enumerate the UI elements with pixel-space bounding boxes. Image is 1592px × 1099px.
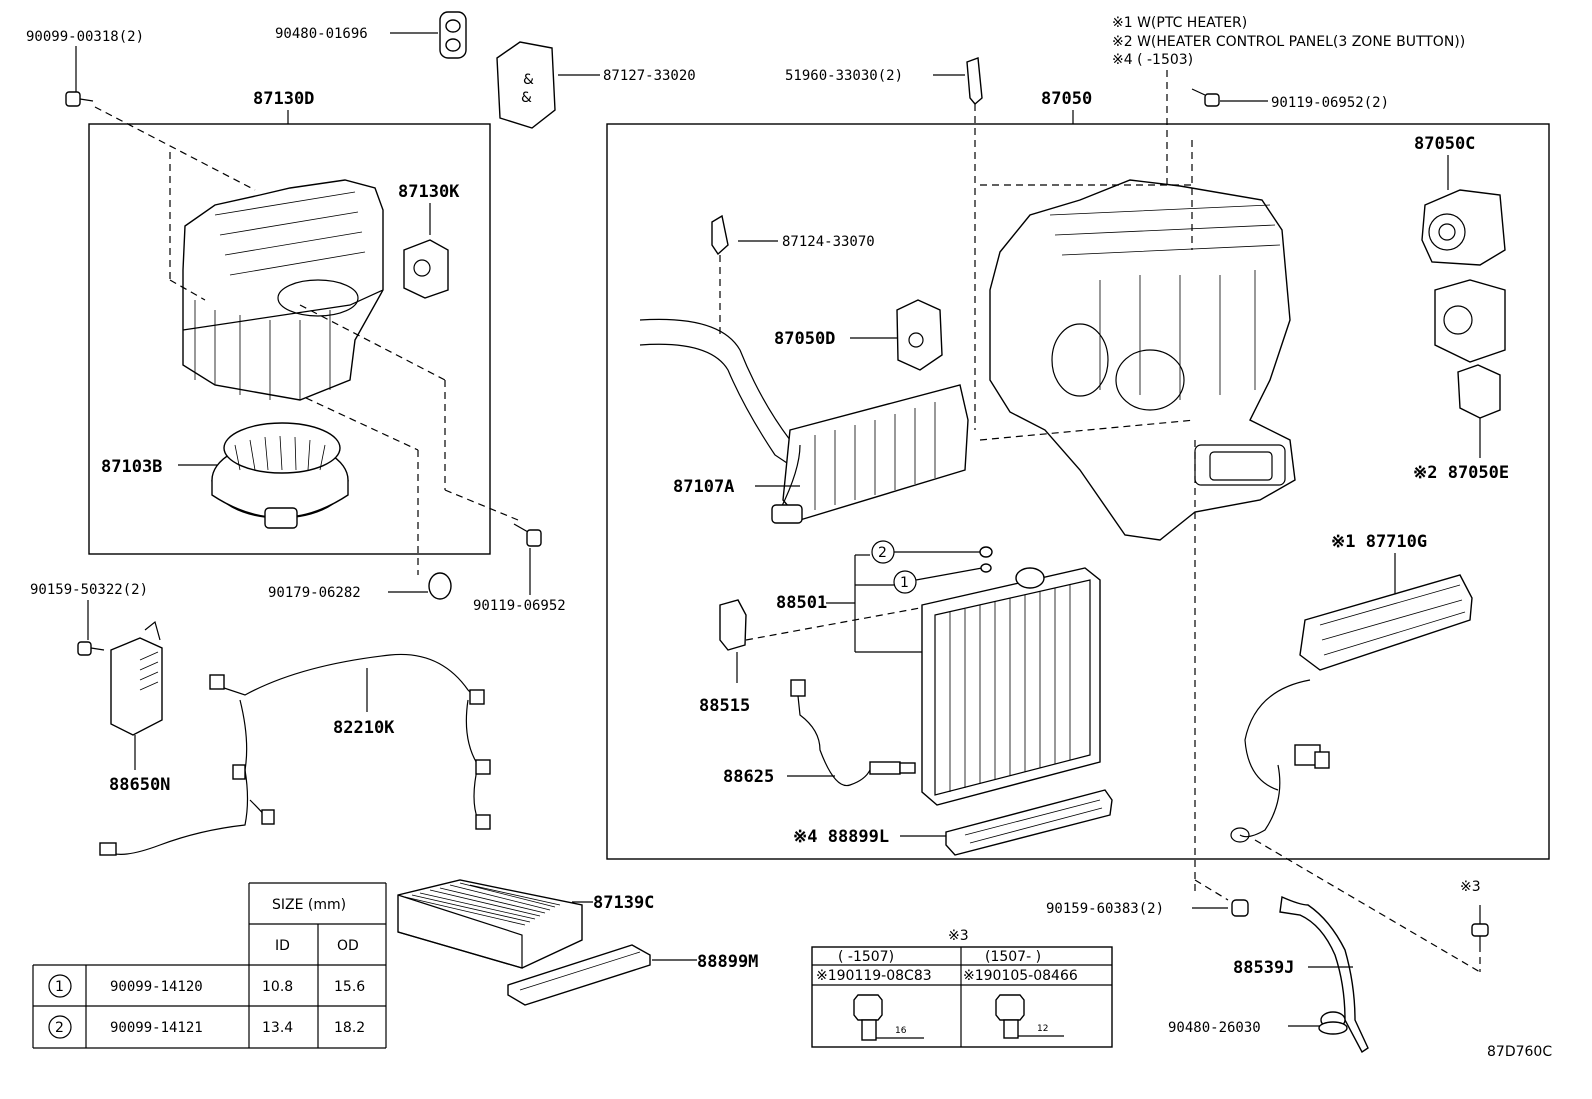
- actuator-87050E-drawing: [1457, 364, 1501, 419]
- drain-hose-88539J-drawing: [1279, 895, 1369, 1054]
- label-87130K[interactable]: 87130K: [398, 182, 460, 202]
- note-heater-control-panel: ※2 W(HEATER CONTROL PANEL(3 ZONE BUTTON)…: [1112, 34, 1465, 50]
- size-table-col-od: OD: [337, 938, 359, 954]
- label-star3: ※3: [1460, 879, 1481, 895]
- hvac-case-drawing: [989, 179, 1296, 541]
- size-table-row1-part[interactable]: 90099-14120: [110, 979, 203, 995]
- sensor-88515-drawing: [719, 599, 747, 651]
- size-table-row2-part[interactable]: 90099-14121: [110, 1020, 203, 1036]
- label-90480-01696[interactable]: 90480-01696: [275, 26, 368, 42]
- control-module-88650N-drawing: [110, 620, 163, 736]
- heater-unit-box: [606, 123, 1550, 860]
- actuator-87130K-drawing: [403, 239, 449, 299]
- label-82210K[interactable]: 82210K: [333, 718, 395, 738]
- label-87050D[interactable]: 87050D: [774, 329, 835, 349]
- callout-circle-1: 1: [893, 570, 917, 594]
- label-87107A[interactable]: 87107A: [673, 477, 734, 497]
- screw-90119-icon: [513, 523, 542, 547]
- size-table-row1-od: 15.6: [334, 979, 365, 995]
- size-table-header: SIZE (mm): [272, 897, 346, 913]
- bolt-12-dim: 12: [1037, 1024, 1048, 1034]
- clip-87124-drawing: [711, 214, 729, 256]
- label-88501[interactable]: 88501: [776, 593, 827, 613]
- note-ptc-heater: ※1 W(PTC HEATER): [1112, 15, 1247, 31]
- actuator-87050C-drawing: [1421, 189, 1506, 363]
- label-88625[interactable]: 88625: [723, 767, 774, 787]
- clip-icon: [966, 57, 983, 105]
- label-88650N[interactable]: 88650N: [109, 775, 170, 795]
- size-table-row2-id: 13.4: [262, 1020, 293, 1036]
- o-ring-2-icon: [979, 546, 993, 558]
- label-87130D[interactable]: 87130D: [253, 89, 314, 109]
- label-90099-00318[interactable]: 90099-00318(2): [26, 29, 144, 45]
- screw-star3-icon: [1471, 905, 1489, 945]
- label-90480-26030[interactable]: 90480-26030: [1168, 1020, 1261, 1036]
- label-87710G[interactable]: ※1 87710G: [1331, 532, 1427, 552]
- size-table: SIZE (mm) ID OD 1 90099-14120 10.8 15.6 …: [32, 882, 387, 1049]
- svg-text:&: &: [521, 90, 532, 106]
- evaporator-88501-drawing: [921, 567, 1101, 806]
- label-88515[interactable]: 88515: [699, 696, 750, 716]
- bolt-table-col1-range: ( -1507): [838, 949, 894, 965]
- screw-icon-top-right: [1191, 88, 1220, 107]
- size-table-row1-num: 1: [55, 979, 64, 995]
- actuator-87050D-drawing: [896, 299, 943, 371]
- bolt-table-col1-part[interactable]: ※190119-08C83: [816, 968, 932, 984]
- ptc-heater-87710G-drawing: [1230, 574, 1473, 843]
- bolt-table-col2-part[interactable]: ※190105-08466: [963, 968, 1078, 984]
- callout-circle-2: 2: [871, 540, 895, 564]
- label-90159-50322[interactable]: 90159-50322(2): [30, 582, 148, 598]
- label-88539J[interactable]: 88539J: [1233, 958, 1294, 978]
- svg-text:1: 1: [900, 575, 909, 591]
- note-date-range: ※4 ( -1503): [1112, 52, 1193, 68]
- grommet-icon: [439, 11, 467, 59]
- heater-core-87107A-drawing: [639, 318, 969, 524]
- blower-case-drawing: [182, 179, 384, 401]
- label-87139C[interactable]: 87139C: [593, 893, 654, 913]
- grommet-90480-26030-icon: [1318, 1011, 1348, 1035]
- label-87127-33020[interactable]: 87127-33020: [603, 68, 696, 84]
- diagram-code: 87D760C: [1487, 1044, 1552, 1060]
- blower-motor-fan-drawing: [211, 422, 349, 529]
- screw-icon: [65, 91, 94, 107]
- size-table-col-id: ID: [275, 938, 290, 954]
- size-table-row2-od: 18.2: [334, 1020, 365, 1036]
- bolt-table-col2-range: (1507- ): [985, 949, 1041, 965]
- label-87050[interactable]: 87050: [1041, 89, 1092, 109]
- o-ring-1-icon: [980, 563, 992, 573]
- svg-text:&: &: [523, 72, 534, 88]
- label-90179-06282[interactable]: 90179-06282: [268, 585, 361, 601]
- label-90119-06952[interactable]: 90119-06952: [473, 598, 566, 614]
- bolt-12-drawing: 12: [995, 994, 1064, 1039]
- screw-90159-60383-icon: [1231, 899, 1249, 917]
- label-88899M[interactable]: 88899M: [697, 952, 758, 972]
- label-51960-33030[interactable]: 51960-33030(2): [785, 68, 903, 84]
- bolt-table-title: ※3: [948, 928, 969, 944]
- blower-assembly-box: [88, 123, 491, 555]
- cabin-filter-87139C-drawing: [397, 879, 583, 969]
- bolt-16-dim: 16: [895, 1026, 907, 1036]
- size-table-row2-num: 2: [55, 1020, 64, 1036]
- bolt-table: ※3 ( -1507) (1507- ) ※190119-08C83 ※1901…: [811, 928, 1113, 1048]
- nut-90179-icon: [428, 572, 452, 600]
- size-table-row1-id: 10.8: [262, 979, 293, 995]
- label-88899L[interactable]: ※4 88899L: [793, 827, 889, 847]
- label-90159-60383[interactable]: 90159-60383(2): [1046, 901, 1164, 917]
- label-87103B[interactable]: 87103B: [101, 457, 162, 477]
- label-87124-33070[interactable]: 87124-33070: [782, 234, 875, 250]
- label-87050E[interactable]: ※2 87050E: [1413, 463, 1509, 483]
- screw-90159-icon: [77, 641, 105, 656]
- label-87050C[interactable]: 87050C: [1414, 134, 1475, 154]
- svg-text:2: 2: [878, 545, 887, 561]
- label-90119-06952-2[interactable]: 90119-06952(2): [1271, 95, 1389, 111]
- seal-pad-icon: & &: [496, 41, 556, 129]
- bolt-16-drawing: 16: [853, 994, 924, 1041]
- thermistor-88625-drawing: [790, 679, 916, 787]
- wire-harness-82210K-drawing: [99, 653, 491, 856]
- cover-88899M-drawing: [507, 944, 651, 1006]
- cover-88899L-drawing: [945, 789, 1113, 856]
